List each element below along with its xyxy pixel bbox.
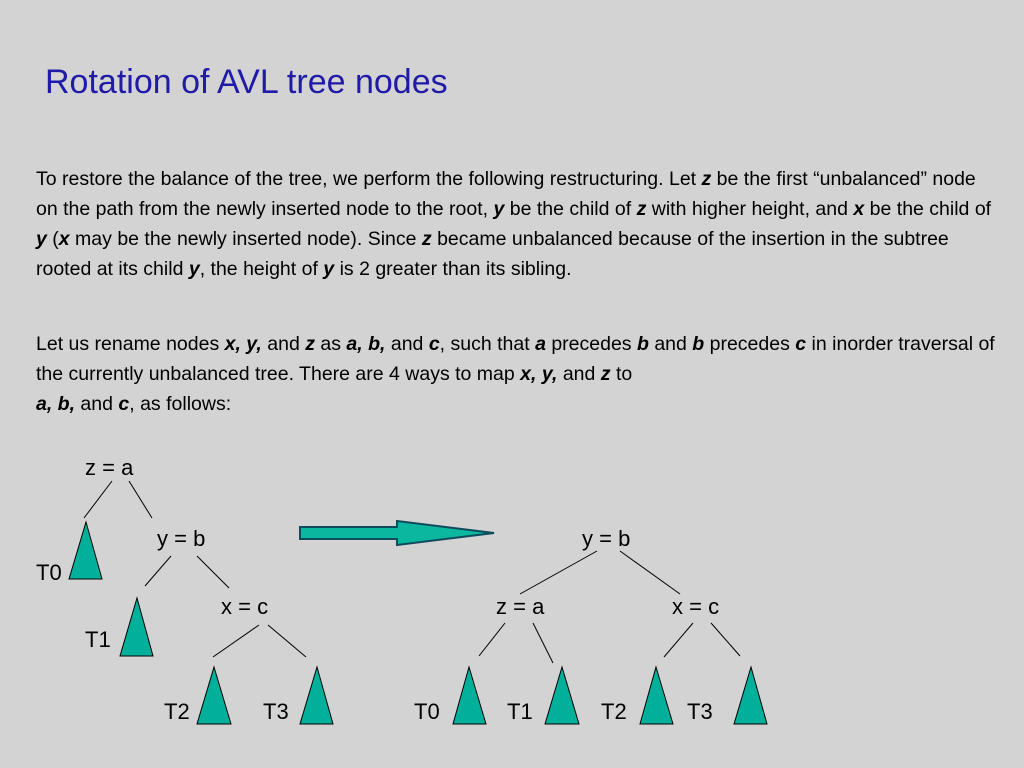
variable-name: a, b, <box>36 393 76 415</box>
after-edge-z-t0 <box>478 622 506 657</box>
variable-name: a <box>535 333 546 355</box>
after-node-y: y = b <box>582 526 630 551</box>
after-label-t0: T0 <box>414 699 440 724</box>
after-edge-y-z <box>519 550 598 595</box>
before-subtree-t2 <box>196 665 232 725</box>
after-node-z: z = a <box>496 594 545 619</box>
variable-name: z <box>305 333 315 355</box>
before-edge-x-t2 <box>212 624 260 658</box>
variable-name: z <box>600 363 611 385</box>
slide-title: Rotation of AVL tree nodes <box>45 63 448 101</box>
variable-name: c <box>795 333 807 355</box>
before-edge-y-x <box>196 555 230 589</box>
renaming-paragraph: Let us rename nodes x, y, and z as a, b,… <box>36 333 995 415</box>
variable-name: z <box>701 168 712 190</box>
after-tree: y = b z = a x = c T0 T1 T2 T3 <box>414 526 768 725</box>
after-label-t1: T1 <box>507 699 533 724</box>
after-subtree-t2 <box>639 665 674 725</box>
variable-name: y <box>323 258 335 280</box>
variable-name: x <box>853 198 865 220</box>
before-subtree-t3 <box>299 665 334 725</box>
before-label-t3: T3 <box>263 699 289 724</box>
before-label-t1: T1 <box>85 627 111 652</box>
before-node-z: z = a <box>85 455 134 480</box>
after-subtree-t0 <box>452 665 487 725</box>
after-label-t2: T2 <box>601 699 627 724</box>
after-subtree-t3 <box>733 665 768 725</box>
after-edge-z-t1 <box>532 622 554 664</box>
variable-name: b <box>692 333 705 355</box>
before-label-t2: T2 <box>164 699 190 724</box>
variable-name: y <box>493 198 505 220</box>
before-label-t0: T0 <box>36 560 62 585</box>
variable-name: c <box>428 333 440 355</box>
before-edge-y-t1 <box>144 555 172 587</box>
after-label-t3: T3 <box>687 699 713 724</box>
before-node-x: x = c <box>221 594 268 619</box>
restructuring-paragraph: To restore the balance of the tree, we p… <box>36 168 992 280</box>
after-edge-y-x <box>619 550 681 595</box>
variable-name: x <box>58 228 70 250</box>
before-edge-x-t3 <box>267 624 307 658</box>
after-edge-x-t2 <box>663 622 694 658</box>
variable-name: c <box>118 393 130 415</box>
variable-name: z <box>636 198 647 220</box>
variable-name: z <box>421 228 432 250</box>
variable-name: x, y, <box>520 363 558 385</box>
after-subtree-t1 <box>544 665 580 725</box>
rotation-arrow-icon <box>299 519 495 547</box>
variable-name: x, y, <box>224 333 262 355</box>
after-node-x: x = c <box>672 594 719 619</box>
before-subtree-t0 <box>68 520 103 580</box>
before-edge-z-t0 <box>83 480 113 519</box>
before-subtree-t1 <box>119 596 154 657</box>
variable-name: a, b, <box>346 333 386 355</box>
before-tree: z = a y = b x = c T0 T1 T2 T3 <box>36 455 334 725</box>
after-edge-x-t3 <box>710 622 741 657</box>
variable-name: y <box>36 228 47 250</box>
before-node-y: y = b <box>157 526 205 551</box>
variable-name: y <box>188 258 200 280</box>
before-edge-z-y <box>128 480 153 519</box>
variable-name: b <box>636 333 649 355</box>
